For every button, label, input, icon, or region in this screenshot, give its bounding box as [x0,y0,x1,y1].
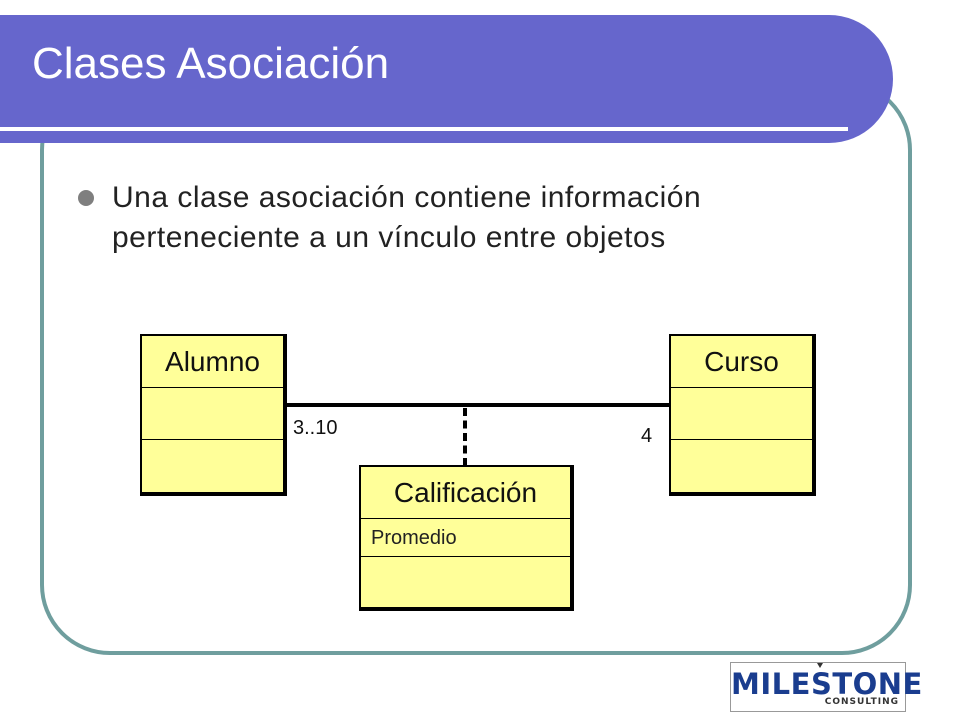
title-underline [0,127,848,131]
class-operations [142,440,283,492]
association-line [284,403,670,407]
multiplicity-alumno: 3..10 [293,417,338,439]
class-attributes [142,388,283,440]
class-name: Calificación [361,467,570,519]
association-class-link [463,408,467,466]
class-name: Curso [671,336,812,388]
logo-subtitle: CONSULTING [824,697,899,707]
slide-title: Clases Asociación [32,39,390,88]
class-calificacion: Calificación Promedio [359,465,574,611]
milestone-logo: MILESTONE CONSULTING [730,662,923,712]
class-curso: Curso [669,334,816,496]
logo-arrow-icon [817,663,823,668]
multiplicity-curso: 4 [641,425,653,447]
logo-name: MILESTONE [731,667,923,701]
bullet-icon [78,190,94,206]
title-bar [0,15,893,143]
class-attributes [671,388,812,440]
class-attribute-promedio: Promedio [361,519,570,557]
class-alumno: Alumno [140,334,287,496]
bullet-text: Una clase asociación contiene informació… [112,181,702,254]
class-operations [361,557,570,609]
class-name: Alumno [142,336,283,388]
class-operations [671,440,812,492]
